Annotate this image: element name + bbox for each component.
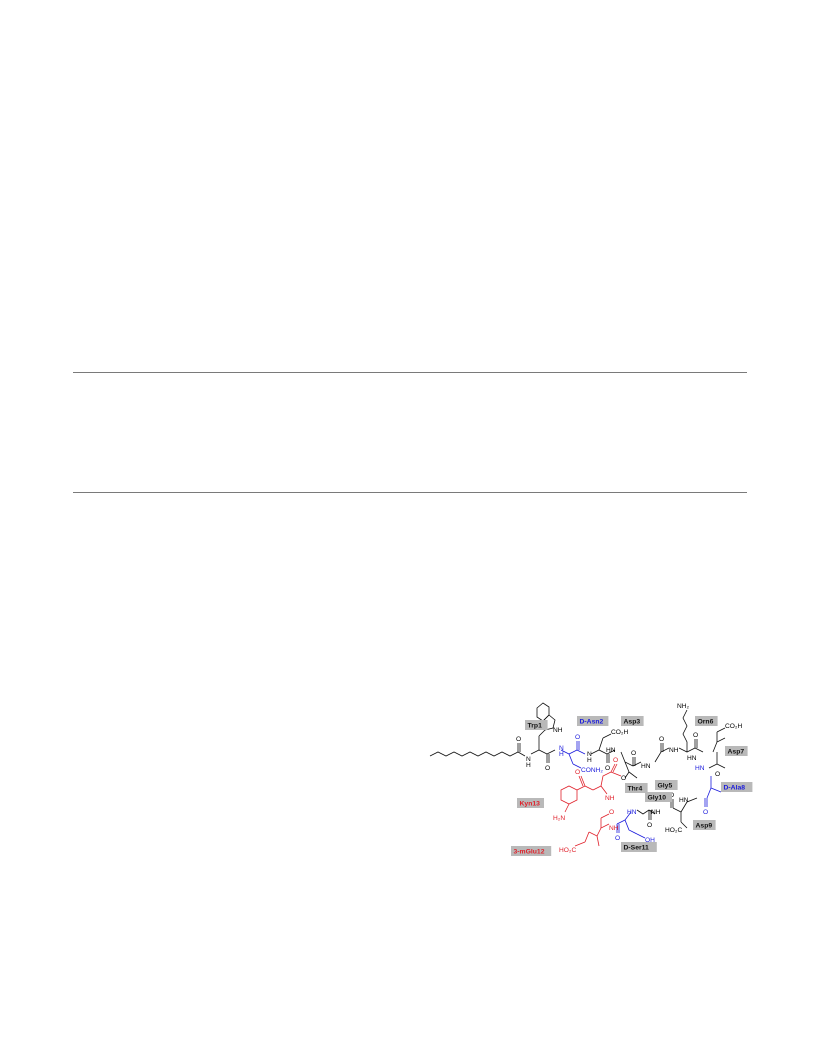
lipid-tail [429, 743, 526, 757]
dasn2-h: H [559, 751, 564, 758]
label-box-gly10 [645, 792, 672, 802]
label-box-dser11 [621, 842, 657, 852]
residue-label-gly10: Gly10 [648, 795, 667, 802]
kyn13-structure [560, 763, 622, 813]
asp7-o: O [715, 771, 720, 778]
dser11-oh: OH [645, 837, 655, 844]
label-box-dasn2 [577, 716, 609, 726]
gly10-structure [636, 809, 656, 820]
asp9-structure [670, 797, 698, 829]
gly5-structure [654, 743, 670, 763]
residue-label-gly5: Gly5 [658, 783, 673, 790]
indole-nh: NH [553, 727, 563, 734]
residue-label-orn6: Orn6 [698, 719, 714, 726]
dala8-structure [704, 776, 722, 807]
label-box-asp9 [693, 820, 716, 830]
residue-label-asp9: Asp9 [696, 823, 713, 830]
orn6-nh2: NH₂ [677, 703, 690, 710]
label-box-mglu12 [511, 846, 552, 856]
orn6-structure [678, 709, 704, 753]
label-box-gly5 [655, 780, 678, 790]
gly10-o: O [647, 822, 652, 829]
label-box-asp3 [621, 716, 644, 726]
daptomycin-structure: O N H NH O N H O CONH₂ N H CO₂H O [429, 702, 753, 856]
residue-label-kyn13: Kyn13 [520, 801, 541, 808]
dser11-o: O [615, 835, 620, 842]
mglu12-structure [574, 813, 610, 847]
residue-label-trp1: Trp1 [528, 723, 543, 730]
dser11-structure [616, 811, 646, 839]
asp9-hn: HN [679, 797, 689, 804]
asp3-co2h: CO₂H [611, 729, 628, 736]
kyn13-ester-o: O [613, 757, 618, 764]
top-rule [73, 372, 747, 373]
residue-label-dala8: D-Ala8 [724, 785, 746, 792]
mglu12-o: O [609, 809, 614, 816]
mglu12-ho2c: HO₂C [559, 847, 576, 854]
label-box-trp1 [525, 720, 548, 730]
dser11-hn: HN [627, 809, 637, 816]
gly10-nh: NH [651, 809, 661, 816]
orn6-nh: NH [669, 747, 679, 754]
thr4-hn: HN [606, 747, 616, 754]
label-box-kyn13 [517, 798, 544, 808]
asp3-n: N [587, 751, 592, 758]
thr4-structure [620, 751, 642, 779]
dasn2-structure [560, 741, 586, 769]
label-box-asp7 [725, 746, 748, 756]
label-box-orn6 [695, 716, 718, 726]
asp7-structure [708, 727, 726, 769]
kyn13-nh: NH [605, 795, 615, 802]
asp3-structure [590, 733, 616, 763]
asp3-h: H [587, 757, 592, 764]
dala8-hn: HN [695, 765, 705, 772]
orn6-o: O [693, 732, 698, 739]
tail-carbonyl-o: O [516, 736, 521, 743]
asp3-o: O [605, 765, 610, 772]
mglu12-nh: NH [609, 825, 619, 832]
residue-label-asp3: Asp3 [624, 719, 641, 726]
tail-amide-n: N [526, 756, 531, 763]
bottom-rule [73, 492, 747, 493]
gly5-hn: HN [641, 763, 651, 770]
trp1-structure [530, 702, 556, 763]
residue-label-asp7: Asp7 [728, 749, 745, 756]
label-box-dala8 [721, 782, 753, 792]
residue-label-dasn2: D-Asn2 [580, 719, 604, 726]
residue-label-mglu12: 3-mGlu12 [514, 849, 545, 856]
asp9-ho2c: HO₂C [665, 827, 682, 834]
trp1-carbonyl-o: O [545, 765, 550, 772]
dasn2-nh: N [559, 745, 564, 752]
gly5-o: O [659, 736, 664, 743]
dala8-o: O [703, 809, 708, 816]
residue-label-dser11: D-Ser11 [624, 845, 650, 852]
asp7-hn: HN [687, 755, 697, 762]
kyn13-h2n: H₂N [553, 815, 565, 822]
tail-amide-h: H [526, 762, 531, 769]
thr4-carbonyl-o: O [631, 750, 636, 757]
asp7-co2h: CO₂H [725, 723, 742, 730]
kyn13-ketone-o: O [575, 769, 580, 776]
thr4-ester-o: O [621, 775, 626, 782]
label-box-thr4 [625, 783, 648, 793]
residue-label-thr4: Thr4 [628, 786, 643, 793]
dasn2-o: O [575, 734, 580, 741]
dasn2-conh2: CONH₂ [581, 767, 603, 774]
